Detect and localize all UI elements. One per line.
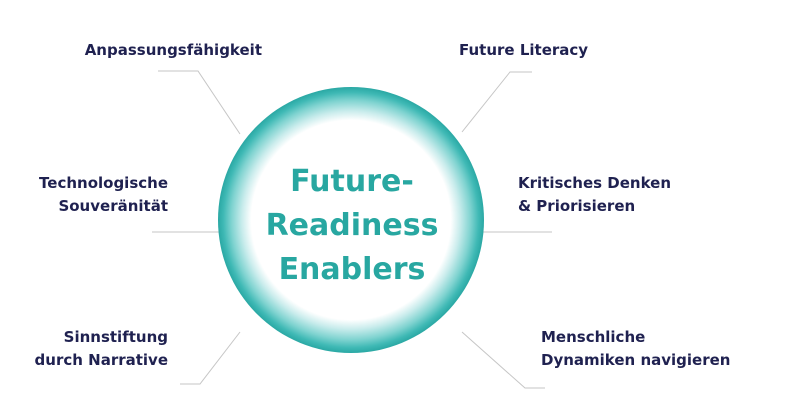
center-title-line-2: Readiness: [265, 208, 439, 243]
center-title-line-1: Future-: [290, 164, 414, 199]
label-line: Future Literacy: [459, 41, 589, 59]
label-line: Technologische: [39, 174, 168, 192]
label-line: & Priorisieren: [518, 197, 636, 215]
label-sinnstiftung: Sinnstiftung durch Narrative: [35, 326, 168, 372]
label-kritisches-denken: Kritisches Denken & Priorisieren: [518, 172, 671, 218]
label-line: Kritisches Denken: [518, 174, 672, 192]
connector-top-right: [461, 71, 532, 133]
label-line: Souveränität: [58, 197, 168, 215]
label-technologische-souveraenitaet: Technologische Souveränität: [39, 172, 168, 218]
label-line: Sinnstiftung: [63, 328, 168, 346]
center-title: Future- Readiness Enablers: [232, 160, 472, 292]
label-line: Dynamiken navigieren: [541, 351, 731, 369]
label-line: durch Narrative: [34, 351, 168, 369]
center-ring: [218, 87, 484, 353]
center-title-line-3: Enablers: [278, 252, 426, 287]
connector-bottom-left: [180, 331, 241, 385]
label-line: Anpassungsfähigkeit: [84, 41, 262, 59]
label-anpassungsfaehigkeit: Anpassungsfähigkeit: [85, 39, 262, 62]
connector-bottom-right: [461, 331, 545, 389]
label-menschliche-dynamiken: Menschliche Dynamiken navigieren: [541, 326, 730, 372]
label-line: Menschliche: [541, 328, 646, 346]
label-future-literacy: Future Literacy: [459, 39, 588, 62]
connector-top-left: [158, 70, 241, 135]
